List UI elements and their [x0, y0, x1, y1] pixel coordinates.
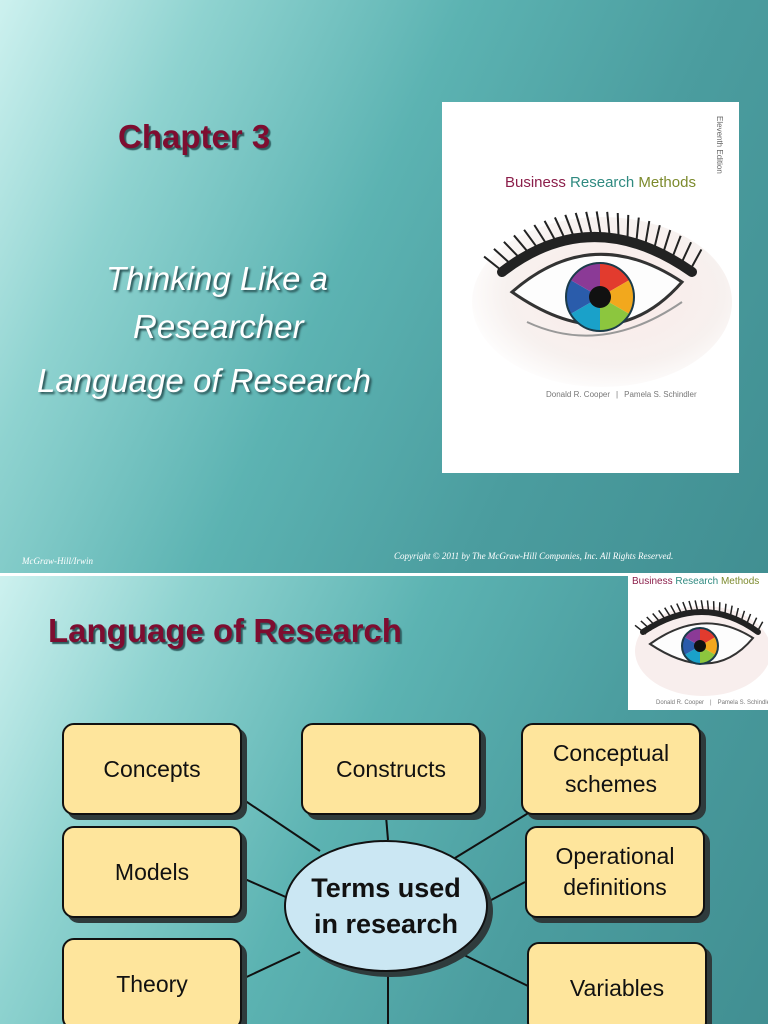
term-conceptual-schemes-line-1: Conceptual [552, 740, 670, 766]
eyelash [706, 600, 710, 615]
book-edition: Eleventh Edition [715, 116, 724, 174]
connector-conceptual-schemes [454, 811, 531, 859]
eyelash [493, 248, 516, 269]
iris-segment [600, 280, 634, 314]
eyelash [729, 605, 733, 620]
hub-line-2: in research [313, 909, 459, 939]
iris-ring [565, 262, 635, 332]
copyright-footer: Copyright © 2011 by The McGraw-Hill Comp… [394, 551, 674, 561]
book-title-small-word-3: Methods [720, 576, 760, 587]
author-1-small: Donald R. Cooper [656, 700, 705, 706]
book-title-small-word-1: Business [632, 576, 673, 587]
eyelash [739, 610, 746, 625]
eyelash [523, 229, 542, 254]
subtitle-line-1: Thinking Like a [106, 260, 328, 297]
eyelash [664, 607, 673, 620]
eyelash [652, 224, 661, 253]
chapter-title: Chapter 3 [118, 118, 271, 155]
book-title-word-3: Methods [638, 174, 696, 191]
author-1: Donald R. Cooper [546, 390, 611, 399]
term-concepts: Concepts [62, 723, 242, 815]
eyelash [755, 621, 764, 635]
connector-lines [237, 795, 531, 1024]
title-slide: Chapter 3 Thinking Like a Researcher Lan… [0, 0, 768, 573]
eyelash [503, 241, 525, 263]
book-title-word-2: Research [570, 174, 635, 191]
term-conceptual-schemes: Conceptual schemes [521, 723, 701, 815]
eyelash [661, 229, 672, 258]
slide-title: Language of Research [48, 612, 402, 649]
term-operational-definitions: Operational definitions [525, 826, 705, 918]
eyelash [734, 607, 740, 622]
eyelash [585, 211, 594, 240]
term-operational-definitions-line-2: definitions [563, 874, 667, 900]
eyelash [513, 234, 533, 258]
eyelash [635, 217, 640, 246]
eyelash [640, 620, 652, 631]
book-cover-thumbnail: Business Research Methods Donald R. Coop… [628, 576, 768, 710]
term-constructs: Constructs [301, 723, 481, 815]
eyelash [723, 603, 727, 618]
iris-segment [682, 637, 700, 655]
author-2: Pamela S. Schindler [624, 390, 697, 399]
term-theory: Theory [62, 938, 242, 1024]
term-variables: Variables [527, 942, 707, 1024]
connector-models [237, 875, 289, 899]
eyelash [606, 211, 611, 240]
eyelash [669, 235, 682, 263]
eyelash [643, 220, 651, 249]
eye-illustration [472, 211, 732, 387]
eyelash [574, 212, 585, 241]
eyelash [595, 211, 603, 240]
subtitle-line-3: Language of Research [37, 362, 371, 399]
eye-illustration-small [634, 600, 768, 696]
eyelash [744, 613, 752, 628]
eyelash [687, 248, 703, 275]
book-title-small: Business Research Methods [632, 576, 759, 587]
book-title-word-1: Business [505, 174, 566, 191]
book-title: Business Research Methods [505, 174, 696, 191]
eyelash [533, 224, 551, 250]
connector-concepts [237, 795, 321, 852]
book-cover-image: Eleventh Edition Business Research Metho… [442, 102, 739, 473]
eyelash [678, 241, 692, 269]
eyelash [564, 214, 577, 242]
eyelash [670, 605, 679, 619]
author-2-small: Pamela S. Schindler [717, 700, 768, 706]
eyelash [616, 212, 620, 242]
eyelash [652, 613, 663, 625]
language-of-research-slide: Language of Research Business Research M… [0, 576, 768, 1024]
connector-theory [237, 951, 301, 982]
term-conceptual-schemes-line-2: schemes [564, 771, 658, 797]
connector-constructs [385, 815, 389, 841]
eyelash [646, 616, 658, 628]
iris-segment [700, 637, 718, 655]
eyelash [676, 603, 684, 617]
term-operational-definitions-line-1: Operational [555, 843, 675, 869]
eyelash [554, 217, 568, 244]
eyelash [694, 600, 700, 615]
eyelash [658, 609, 668, 623]
term-models: Models [62, 826, 242, 918]
subtitle-line-2: Researcher [133, 308, 304, 345]
iris-ring [681, 627, 719, 665]
connector-variables [461, 953, 529, 987]
eyelash [634, 624, 647, 635]
eyelash [483, 255, 507, 275]
hub-terms-used-in-research: Terms used in research [284, 840, 488, 972]
publisher-footer: McGraw-Hill/Irwin [22, 556, 93, 566]
author-separator: | [616, 390, 619, 399]
hub-line-1: Terms used [311, 873, 461, 903]
author-separator-small: | [710, 700, 712, 706]
book-authors-small: Donald R. Cooper | Pamela S. Schindler [656, 700, 768, 706]
eyelash [626, 214, 630, 243]
eyelash [700, 600, 705, 615]
eyelash [688, 600, 694, 615]
book-authors: Donald R. Cooper | Pamela S. Schindler [546, 390, 697, 399]
eyelash [543, 220, 559, 246]
iris-segment [566, 280, 600, 314]
book-title-small-word-2: Research [675, 576, 719, 587]
eyelash [750, 617, 758, 631]
eyelash [682, 601, 689, 616]
